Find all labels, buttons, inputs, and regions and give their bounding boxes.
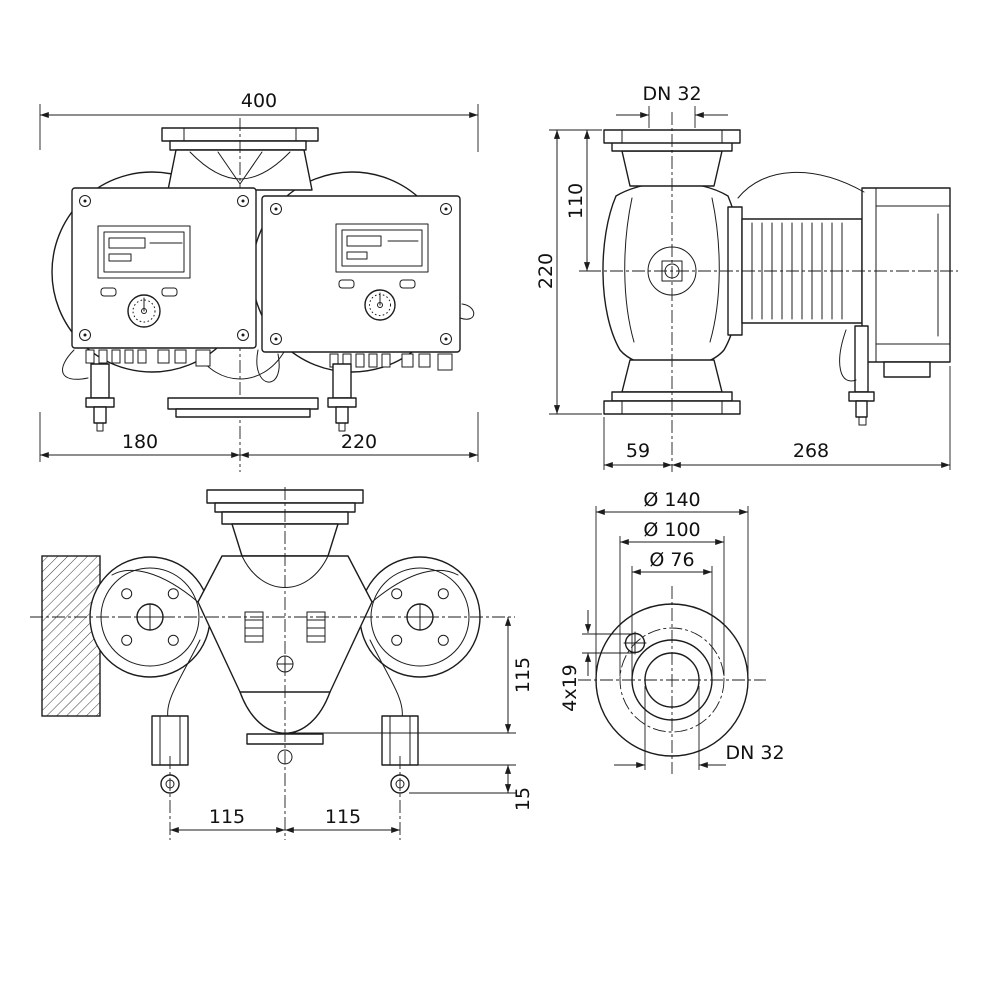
side-view: DN 32 220 110 59 268 [535, 83, 958, 472]
button-right-module-a [338, 279, 355, 289]
top-view: 115 15 115 115 [30, 487, 534, 840]
knob-right-icon [364, 289, 396, 321]
dim-side-depth-left: 59 [626, 440, 650, 462]
vent-plug-right-icon [306, 611, 326, 643]
top-insulation-shell [41, 555, 101, 717]
dim-top-foot-left: 115 [209, 806, 245, 828]
front-sensor-wires [62, 303, 475, 383]
dim-side-depth-right: 268 [793, 440, 829, 462]
side-control-module [737, 171, 951, 378]
dim-side-height-total: 220 [535, 253, 557, 289]
dim-flange-dn: DN 32 [725, 742, 784, 764]
button-right-module-b [399, 279, 416, 289]
dim-flange-bolt-circle-dia: Ø 100 [643, 519, 700, 541]
display-left [97, 225, 191, 279]
top-dimensions: 115 15 115 115 [170, 617, 534, 834]
dim-top-base-offset: 15 [512, 787, 534, 811]
flange-bolt-circle [619, 627, 725, 733]
knob-left-icon [127, 294, 161, 328]
front-bottom-flange [167, 397, 319, 418]
vent-plug-left-icon [244, 611, 264, 643]
side-support-foot [839, 325, 875, 426]
button-left-module-a [100, 287, 117, 297]
dim-top-axis-to-base: 115 [512, 657, 534, 693]
dim-front-width-left: 180 [122, 431, 158, 453]
front-control-module-left [71, 187, 257, 349]
front-cable-glands [85, 349, 453, 371]
front-foot-right [327, 363, 357, 432]
front-foot-left [85, 363, 115, 432]
dim-side-dn: DN 32 [642, 83, 701, 105]
button-left-module-b [161, 287, 178, 297]
front-view: 400 180 220 [39, 90, 479, 472]
front-dimensions: 400 180 220 [39, 90, 479, 462]
dim-flange-raised-face-dia: Ø 76 [649, 549, 694, 571]
dim-front-width-right: 220 [341, 431, 377, 453]
flange-dimensions: Ø 140 Ø 100 Ø 76 4x19 DN 32 [559, 489, 785, 770]
dim-flange-bolt-holes: 4x19 [559, 664, 581, 712]
dim-flange-outer-dia: Ø 140 [643, 489, 700, 511]
side-dimensions: DN 32 220 110 59 268 [535, 83, 951, 470]
side-conduit [737, 171, 865, 199]
top-foot-right [381, 715, 419, 794]
flange-view: Ø 140 Ø 100 Ø 76 4x19 DN 32 [559, 489, 785, 774]
display-right [335, 223, 429, 273]
front-control-module-right [261, 195, 461, 353]
dim-top-foot-right: 115 [325, 806, 361, 828]
dim-front-total-width: 400 [241, 90, 277, 112]
dim-side-flange-to-axis: 110 [565, 183, 587, 219]
